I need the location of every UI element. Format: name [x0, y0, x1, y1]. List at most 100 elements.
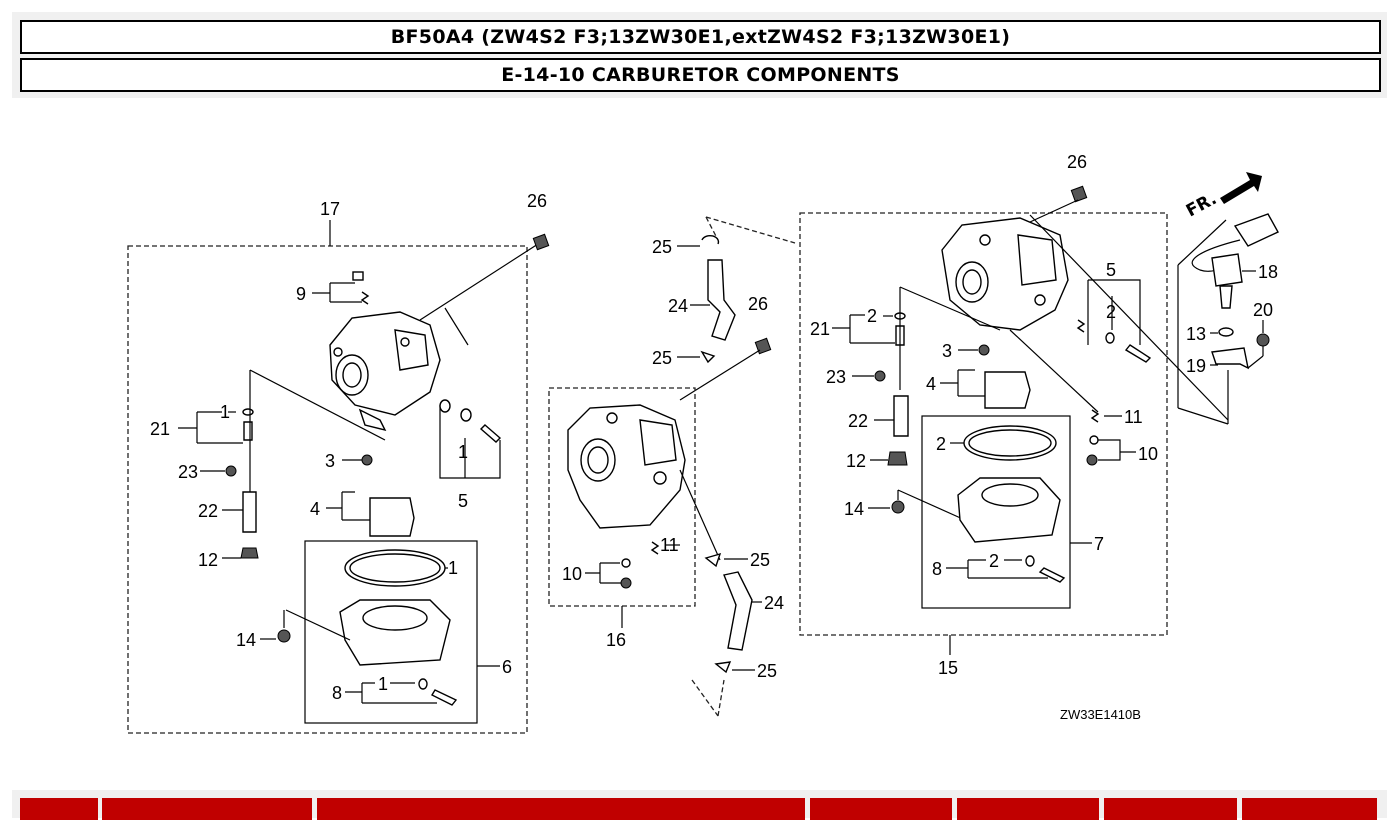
insulator-4[interactable] [369, 497, 415, 537]
callout-9: 9 [296, 284, 306, 304]
main-jet-12[interactable] [240, 547, 259, 559]
callout-25: 25 [750, 550, 770, 570]
column-header-6[interactable] [1104, 798, 1237, 820]
clamp-25c[interactable] [704, 552, 722, 568]
header-panel: BF50A4 (ZW4S2 F3;13ZW30E1,extZW4S2 F3;13… [12, 12, 1387, 98]
float-chamber-7-frame [921, 415, 1071, 609]
main-jet-12-right[interactable] [887, 451, 908, 466]
connector[interactable] [1233, 213, 1279, 247]
callout-11: 11 [1124, 407, 1143, 427]
column-header-4[interactable] [810, 798, 952, 820]
pilot-screw-right[interactable] [1124, 344, 1152, 363]
screw-14-right[interactable] [891, 500, 905, 514]
callout-6: 6 [502, 657, 512, 677]
callout-26: 26 [748, 294, 768, 314]
callout-24: 24 [764, 593, 784, 613]
callout-3: 3 [942, 341, 952, 361]
diagram-code: ZW33E1410B [1060, 707, 1141, 722]
callout-8: 8 [932, 559, 942, 579]
callout-18: 18 [1258, 262, 1278, 282]
emulsion-tube-22[interactable] [242, 491, 257, 533]
assembly-15: 26 5 2 21 2 3 23 [799, 152, 1229, 678]
clamp-19[interactable] [1211, 347, 1249, 370]
callout-11: 11 [660, 535, 679, 555]
assembly-16: 25 24 25 26 11 10 16 25 24 [548, 216, 796, 717]
screw-9[interactable] [352, 271, 370, 305]
spring-11-right[interactable] [1090, 409, 1100, 423]
o-ring-13[interactable] [1218, 327, 1234, 337]
callout-24: 24 [668, 296, 688, 316]
float-chamber-6-frame [304, 540, 478, 724]
jet-26-right[interactable] [1070, 185, 1088, 203]
screw-3-right[interactable] [978, 344, 990, 356]
exploded-parts-diagram: 26 17 9 21 1 23 22 12 3 [127, 152, 1279, 734]
jet-26-left[interactable] [532, 233, 550, 251]
callout-7: 7 [1094, 534, 1104, 554]
front-label: FR. [1183, 189, 1220, 221]
callout-4: 4 [926, 374, 936, 394]
callout-12: 12 [198, 550, 218, 570]
callout-2: 2 [989, 551, 999, 571]
needle-jet[interactable] [243, 421, 253, 441]
clamp-25b[interactable] [700, 350, 716, 364]
callout-2: 2 [1106, 302, 1116, 322]
fuel-tube-24b[interactable] [723, 571, 753, 651]
spring-11[interactable] [650, 541, 660, 555]
drain-screw[interactable] [431, 689, 458, 706]
callout-1: 1 [220, 402, 230, 422]
screw-14[interactable] [277, 629, 291, 643]
assembly-17-frame [127, 245, 528, 734]
callout-10: 10 [562, 564, 582, 584]
drain-screw-right[interactable] [1038, 567, 1066, 583]
plug-23-right[interactable] [874, 370, 886, 382]
callout-25: 25 [652, 348, 672, 368]
screw-10[interactable] [620, 577, 632, 589]
callout-3: 3 [325, 451, 335, 471]
front-direction-arrow: FR. [1183, 172, 1262, 221]
section-title: E-14-10 CARBURETOR COMPONENTS [20, 58, 1381, 92]
screw-3[interactable] [361, 454, 373, 466]
callout-23: 23 [826, 367, 846, 387]
callout-5: 5 [1106, 260, 1116, 280]
callout-5: 5 [458, 491, 468, 511]
column-header-7[interactable] [1242, 798, 1377, 820]
column-header-3[interactable] [317, 798, 805, 820]
carburetor-body-middle[interactable] [567, 404, 686, 529]
callout-13: 13 [1186, 324, 1206, 344]
o-ring-1[interactable] [242, 408, 254, 416]
column-header-1[interactable] [20, 798, 98, 820]
callout-10: 10 [1138, 444, 1158, 464]
callout-14: 14 [844, 499, 864, 519]
clamp-25[interactable] [701, 235, 720, 245]
screw-pilot[interactable] [479, 424, 502, 443]
callout-20: 20 [1253, 300, 1273, 320]
bolt-20[interactable] [1256, 333, 1270, 347]
emulsion-tube-22-right[interactable] [893, 395, 909, 437]
callout-19: 19 [1186, 356, 1206, 376]
callout-23: 23 [178, 462, 198, 482]
callout-1: 1 [458, 442, 468, 462]
solenoid-assembly: FR. 18 13 19 20 [1177, 172, 1279, 425]
insulator-4-right[interactable] [984, 371, 1031, 409]
assembly-17: 26 17 9 21 1 23 22 12 3 [127, 191, 550, 734]
plug-23[interactable] [225, 465, 237, 477]
callout-17: 17 [320, 199, 340, 219]
column-header-2[interactable] [102, 798, 312, 820]
callout-21: 21 [150, 419, 170, 439]
callout-12: 12 [846, 451, 866, 471]
column-header-5[interactable] [957, 798, 1099, 820]
carburetor-body-right[interactable] [941, 217, 1069, 331]
screw-10-right[interactable] [1086, 454, 1098, 466]
callout-14: 14 [236, 630, 256, 650]
solenoid-18[interactable] [1211, 253, 1243, 287]
clamp-25d[interactable] [714, 661, 732, 674]
fuel-tube-24[interactable] [707, 259, 736, 341]
callout-1: 1 [448, 558, 458, 578]
callout-1: 1 [378, 674, 388, 694]
callout-22: 22 [848, 411, 868, 431]
carburetor-body-left[interactable] [329, 311, 441, 432]
callout-2: 2 [867, 306, 877, 326]
callout-25: 25 [757, 661, 777, 681]
callout-16: 16 [606, 630, 626, 650]
callout-8: 8 [332, 683, 342, 703]
